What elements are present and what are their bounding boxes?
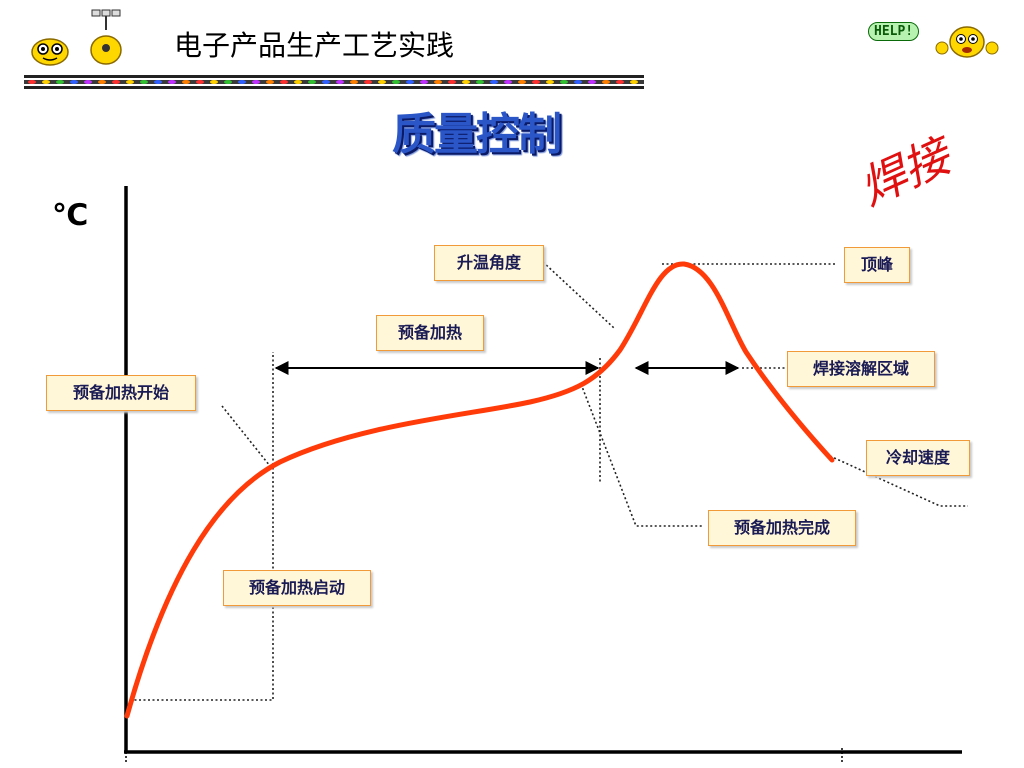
divider-dot — [224, 80, 232, 84]
divider-dot — [364, 80, 372, 84]
y-axis-unit: ℃ — [52, 198, 89, 233]
label-peak: 顶峰 — [844, 247, 910, 283]
ramp-angle-leader — [542, 261, 615, 329]
divider-dot — [546, 80, 554, 84]
label-preheat-start: 预备加热启动 — [223, 570, 371, 606]
divider-dot — [434, 80, 442, 84]
divider-dot — [420, 80, 428, 84]
divider-dot — [392, 80, 400, 84]
divider-dot — [154, 80, 162, 84]
divider-dot — [238, 80, 246, 84]
preheat-begin-leader — [221, 405, 271, 467]
divider-dot — [574, 80, 582, 84]
divider-dot — [518, 80, 526, 84]
divider-dot — [588, 80, 596, 84]
divider-dot — [532, 80, 540, 84]
divider-dot — [294, 80, 302, 84]
divider-dot — [308, 80, 316, 84]
label-preheat-complete: 预备加热完成 — [708, 510, 856, 546]
divider-dot — [602, 80, 610, 84]
divider-dot — [98, 80, 106, 84]
divider-dot — [378, 80, 386, 84]
stopwatch-icon — [86, 8, 126, 70]
divider-dot — [252, 80, 260, 84]
divider-dot — [560, 80, 568, 84]
divider-dot — [406, 80, 414, 84]
divider-dot — [266, 80, 274, 84]
divider-dot — [336, 80, 344, 84]
divider-dot — [182, 80, 190, 84]
temperature-curve — [124, 261, 835, 719]
label-preheat-begin: 预备加热开始 — [46, 375, 196, 411]
divider-dot — [462, 80, 470, 84]
divider-dot — [630, 80, 638, 84]
smiley-icon — [28, 32, 72, 70]
divider-dot — [84, 80, 92, 84]
help-smiley-icon — [930, 22, 1004, 66]
divider-dot — [504, 80, 512, 84]
help-badge: HELP! — [868, 22, 920, 41]
label-melt-zone: 焊接溶解区域 — [787, 351, 935, 387]
divider-dot — [112, 80, 120, 84]
divider-dot — [168, 80, 176, 84]
header-divider — [24, 74, 644, 89]
divider-dot — [140, 80, 148, 84]
divider-dot — [616, 80, 624, 84]
divider-dot — [280, 80, 288, 84]
divider-dot — [476, 80, 484, 84]
divider-dot — [490, 80, 498, 84]
label-ramp-angle: 升温角度 — [434, 245, 544, 281]
divider-dot — [56, 80, 64, 84]
divider-dot — [196, 80, 204, 84]
divider-dot — [126, 80, 134, 84]
divider-dot — [322, 80, 330, 84]
divider-dot — [70, 80, 78, 84]
label-preheat: 预备加热 — [376, 315, 484, 351]
label-cooling-rate: 冷却速度 — [866, 440, 970, 476]
divider-dot — [448, 80, 456, 84]
preheat-complete-leader — [580, 383, 704, 527]
main-title: 质量控制 — [392, 109, 562, 160]
divider-dot — [210, 80, 218, 84]
header-title: 电子产品生产工艺实践 — [174, 29, 455, 62]
divider-dot — [28, 80, 36, 84]
divider-dot — [42, 80, 50, 84]
divider-dot — [350, 80, 358, 84]
